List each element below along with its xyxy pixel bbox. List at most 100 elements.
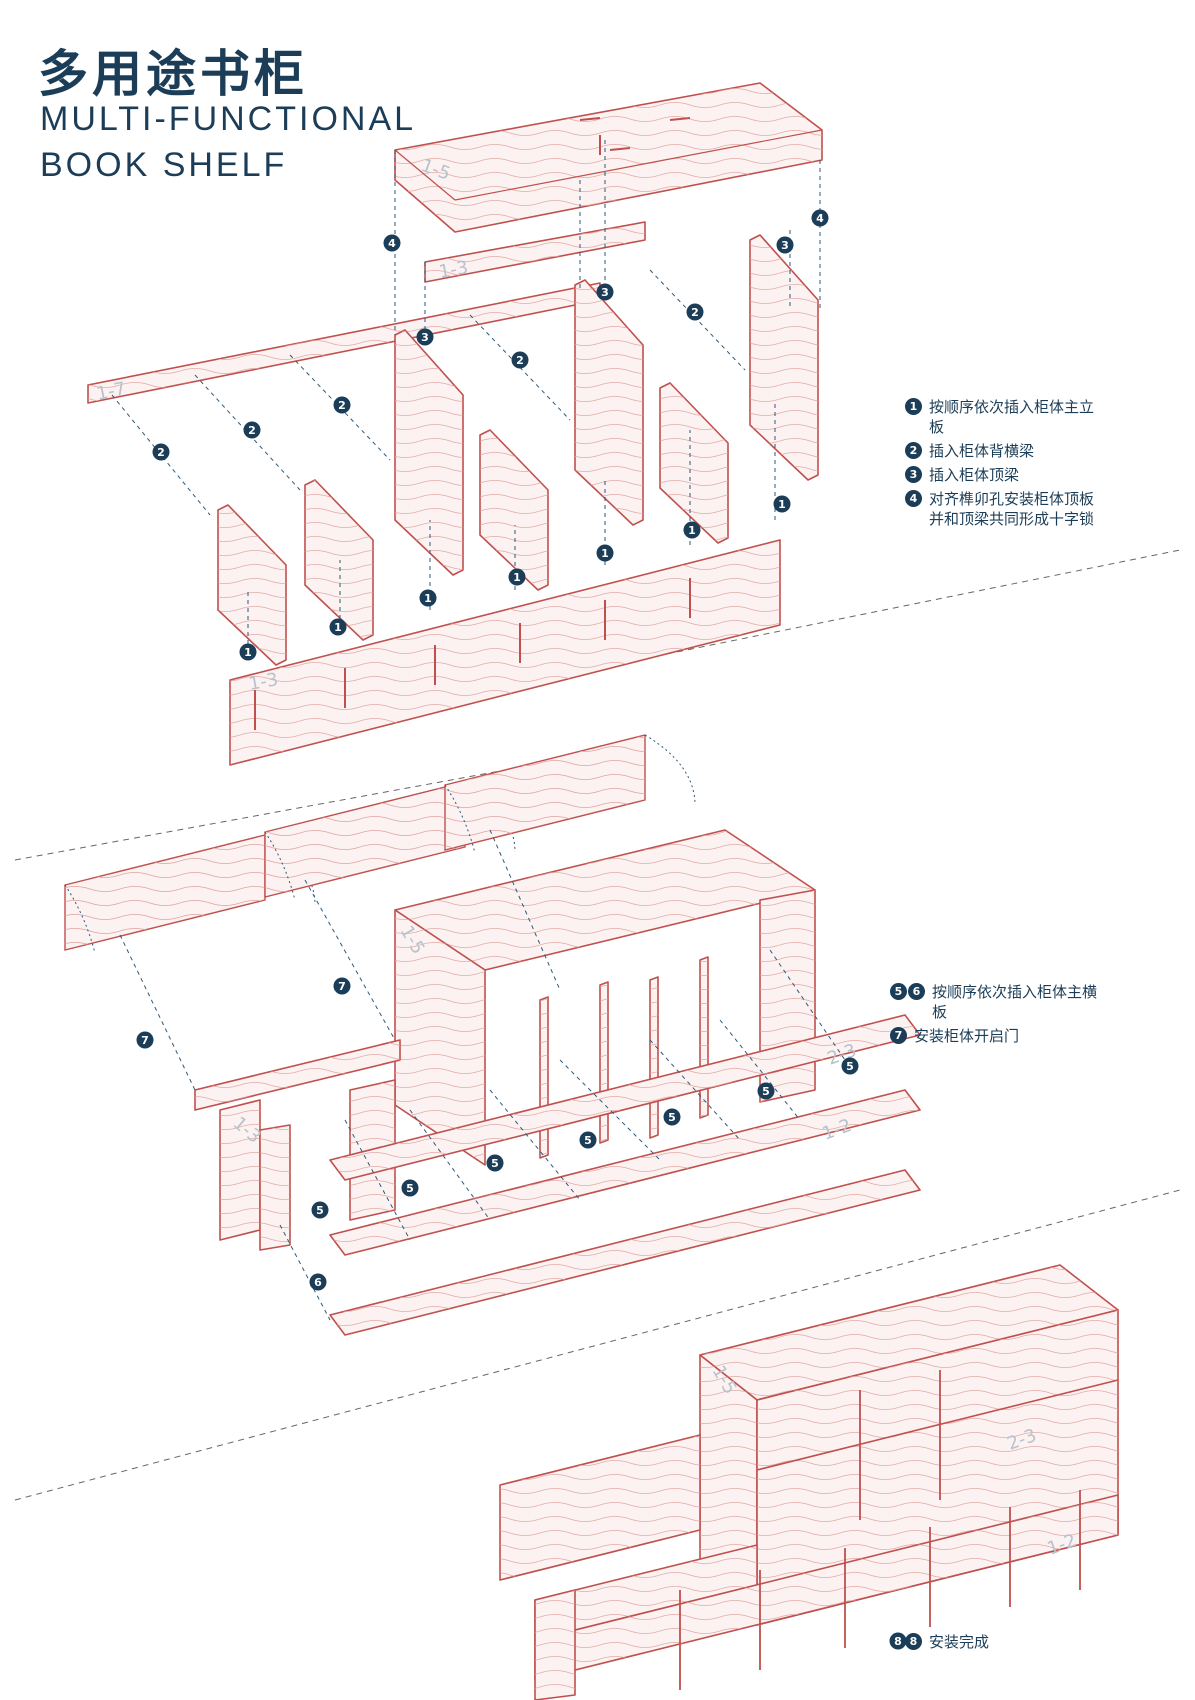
legend-step-number: 7 [890, 1027, 908, 1044]
step-badge-4: 4 [811, 209, 829, 227]
svg-text:1: 1 [688, 524, 696, 537]
left-mid-panel [259, 1124, 291, 1251]
step-badge-1: 1 [683, 521, 701, 539]
legend-step-number: 1 [905, 398, 923, 415]
legend-step-text: 插入柜体背横梁 [929, 442, 1035, 460]
section-divider [14, 759, 561, 861]
inner-divider [599, 981, 609, 1144]
step-badge-1: 1 [773, 495, 791, 513]
mortise-slot [579, 117, 601, 121]
step-badge-1: 1 [239, 643, 257, 661]
cabinet-door [444, 734, 696, 854]
svg-text:5: 5 [316, 1204, 324, 1217]
svg-text:4: 4 [388, 237, 396, 250]
piece-label: 1-3 [437, 257, 470, 283]
legend-step-text: 安装柜体开启门 [914, 1027, 1020, 1045]
assembly-guide-line [409, 1109, 491, 1221]
page-title-en-line1: MULTI-FUNCTIONAL [40, 100, 417, 138]
step-badge-7: 7 [333, 977, 351, 995]
step-badge-5: 5 [401, 1179, 419, 1197]
legend-step-text: 按顺序依次插入柜体主横板 [932, 983, 1098, 1021]
step-number-badge: 8 [905, 1633, 922, 1650]
step-badge-3: 3 [776, 236, 794, 254]
assembled-low-left [534, 1589, 576, 1700]
section-divider [14, 1189, 1181, 1501]
step-badge-1: 1 [419, 589, 437, 607]
legend-step-8: 8 安装完成 [905, 1632, 1101, 1652]
step-badge-2: 2 [243, 421, 261, 439]
step-number-badge: 2 [905, 442, 922, 459]
assembly-guide-line [279, 1224, 331, 1321]
step-badge-5: 5 [579, 1131, 597, 1149]
step-number-badge: 5 [890, 983, 907, 1000]
step-badge-2: 2 [511, 351, 529, 369]
svg-text:5: 5 [584, 1134, 592, 1147]
step-badge-8: 8 [889, 1632, 907, 1650]
step-badge-5: 5 [841, 1057, 859, 1075]
assembly-guide-line [649, 1039, 741, 1141]
svg-text:3: 3 [421, 331, 429, 344]
step-badge-2: 2 [333, 396, 351, 414]
step-badge-5: 5 [311, 1201, 329, 1219]
step-badge-7: 7 [136, 1031, 154, 1049]
step-badge-6: 6 [309, 1273, 327, 1291]
svg-text:2: 2 [248, 424, 256, 437]
legend-step-text: 安装完成 [929, 1633, 990, 1651]
assembly-guide-line [489, 829, 561, 991]
assembly-guide-line [111, 394, 211, 516]
svg-text:2: 2 [157, 446, 165, 459]
step-badge-2: 2 [152, 443, 170, 461]
assembly-guide-line [194, 374, 301, 491]
step-badge-2: 2 [686, 303, 704, 321]
side-panel-large [574, 279, 644, 526]
step-badge-1: 1 [329, 618, 347, 636]
svg-text:7: 7 [338, 980, 346, 993]
step-number-badge: 4 [905, 490, 922, 507]
side-panel-small [304, 479, 374, 641]
assembly-guide-line [344, 1119, 411, 1241]
step-number-badge: 1 [905, 398, 922, 415]
assembly-guide-line [769, 949, 846, 1061]
stage-1-exploded-view: 1-51-31-71-3 [87, 82, 823, 766]
legend-step-4: 4 对齐榫卯孔安装柜体顶板并和顶梁共同形成十字锁 [905, 489, 1101, 529]
step-badge-4: 4 [383, 234, 401, 252]
legend-step-text: 对齐榫卯孔安装柜体顶板并和顶梁共同形成十字锁 [929, 490, 1095, 528]
svg-text:4: 4 [816, 212, 824, 225]
step-number-badge: 3 [905, 466, 922, 483]
legend-step-text: 插入柜体顶梁 [929, 466, 1020, 484]
svg-text:2: 2 [338, 399, 346, 412]
top-board [394, 82, 823, 233]
assembly-guide-line [719, 1019, 801, 1121]
legend-step-7: 7 安装柜体开启门 [890, 1026, 1104, 1046]
back-beam [87, 282, 601, 404]
assembled-low-back [499, 1434, 701, 1581]
legend-step-number: 4 [905, 490, 923, 507]
svg-text:8: 8 [894, 1635, 902, 1648]
inner-divider [539, 996, 549, 1159]
step-badge-1: 1 [596, 544, 614, 562]
step-number-badge: 7 [890, 1027, 907, 1044]
legend-step-number: 3 [905, 466, 923, 483]
assembly-guide-line [119, 934, 196, 1091]
carcass-top [394, 829, 816, 971]
shelf-board-5b [329, 1014, 921, 1181]
svg-text:2: 2 [516, 354, 524, 367]
mortise-slot [609, 147, 631, 151]
side-panel-large [749, 234, 819, 481]
side-panel-small [217, 504, 287, 666]
svg-text:5: 5 [406, 1182, 414, 1195]
steps-legend-c: 8 安装完成 [905, 1632, 1101, 1656]
assembly-guide-line [649, 269, 746, 371]
shelf-board-6 [329, 1169, 921, 1336]
svg-text:5: 5 [762, 1085, 770, 1098]
svg-text:1: 1 [778, 498, 786, 511]
assembly-guide-line [304, 879, 396, 1041]
left-rail [194, 1039, 401, 1111]
svg-text:1: 1 [424, 592, 432, 605]
